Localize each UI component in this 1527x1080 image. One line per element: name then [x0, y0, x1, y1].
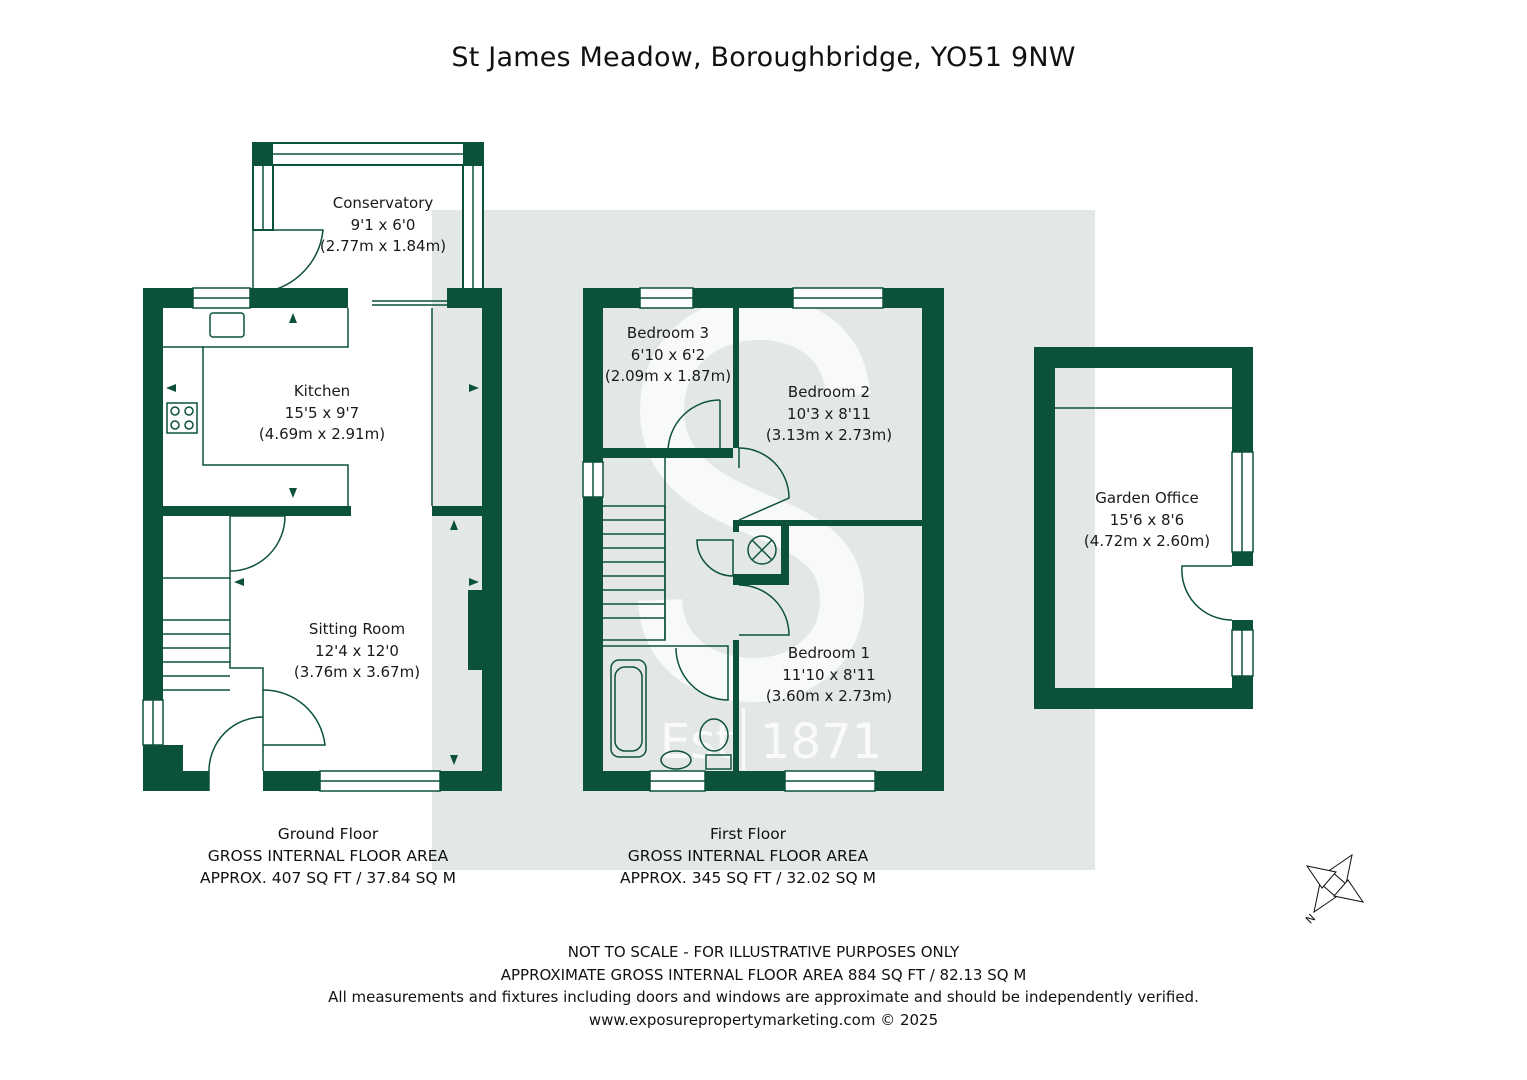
- sitting-room-name: Sitting Room: [309, 620, 405, 638]
- sitting-room-metric: (3.76m x 3.67m): [294, 663, 420, 681]
- ground-floor-area-label: GROSS INTERNAL FLOOR AREA: [207, 847, 449, 865]
- watermark-divider: [742, 708, 745, 770]
- watermark: Est 1871: [432, 210, 1095, 870]
- compass-north-label: N: [1303, 911, 1318, 926]
- ground-windows: [142, 287, 447, 792]
- bedroom3-metric: (2.09m x 1.87m): [605, 367, 731, 385]
- watermark-est: Est: [660, 714, 734, 770]
- first-floor: [582, 287, 944, 792]
- conservatory-imperial: 9'1 x 6'0: [351, 216, 416, 234]
- watermark-year: 1871: [760, 714, 882, 770]
- first-fittings: [603, 399, 790, 770]
- ground-walls: [143, 288, 502, 791]
- room-labels: Conservatory 9'1 x 6'0 (2.77m x 1.84m) K…: [259, 194, 1210, 705]
- ground-floor-name: Ground Floor: [277, 825, 379, 843]
- bedroom2-imperial: 10'3 x 8'11: [787, 405, 871, 423]
- first-floor-area: APPROX. 345 SQ FT / 32.02 SQ M: [619, 869, 877, 887]
- conservatory-walls: [252, 142, 484, 293]
- sitting-room-imperial: 12'4 x 12'0: [315, 642, 399, 660]
- footer-disclaimer: NOT TO SCALE - FOR ILLUSTRATIVE PURPOSES…: [0, 941, 1527, 1031]
- first-windows: [582, 287, 884, 792]
- ground-floor: [142, 142, 502, 792]
- conservatory-metric: (2.77m x 1.84m): [320, 237, 446, 255]
- bedroom3-name: Bedroom 3: [627, 324, 709, 342]
- first-floor-caption: First Floor GROSS INTERNAL FLOOR AREA AP…: [598, 823, 898, 889]
- footer-line-2: APPROXIMATE GROSS INTERNAL FLOOR AREA 88…: [500, 965, 1027, 984]
- first-floor-name: First Floor: [709, 825, 787, 843]
- kitchen-name: Kitchen: [294, 382, 350, 400]
- bedroom1-imperial: 11'10 x 8'11: [782, 666, 875, 684]
- footer-line-3: All measurements and fixtures including …: [328, 988, 1199, 1006]
- first-floor-area-label: GROSS INTERNAL FLOOR AREA: [627, 847, 869, 865]
- bedroom2-name: Bedroom 2: [788, 383, 870, 401]
- footer-line-1: NOT TO SCALE - FOR ILLUSTRATIVE PURPOSES…: [567, 943, 960, 961]
- bedroom3-imperial: 6'10 x 6'2: [631, 346, 705, 364]
- page-title: St James Meadow, Boroughbridge, YO51 9NW: [451, 42, 1076, 73]
- garden-office-name: Garden Office: [1095, 489, 1199, 507]
- kitchen-fittings: [163, 308, 433, 506]
- garden-office-imperial: 15'6 x 8'6: [1110, 511, 1184, 529]
- footer-line-4: www.exposurepropertymarketing.com © 2025: [588, 1010, 939, 1029]
- kitchen-metric: (4.69m x 2.91m): [259, 425, 385, 443]
- compass-icon: N: [1303, 853, 1365, 926]
- garden-office: [1034, 347, 1254, 709]
- ground-floor-area: APPROX. 407 SQ FT / 37.84 SQ M: [199, 869, 457, 887]
- ground-floor-caption: Ground Floor GROSS INTERNAL FLOOR AREA A…: [178, 823, 478, 889]
- door-arrows: [166, 313, 479, 765]
- kitchen-imperial: 15'5 x 9'7: [285, 404, 359, 422]
- sitting-room-fittings: [163, 515, 326, 791]
- first-walls: [583, 288, 944, 791]
- bedroom1-name: Bedroom 1: [788, 644, 870, 662]
- watermark-s-letter: [638, 295, 870, 703]
- garden-office-metric: (4.72m x 2.60m): [1084, 532, 1210, 550]
- conservatory-name: Conservatory: [333, 194, 434, 212]
- bedroom2-metric: (3.13m x 2.73m): [766, 426, 892, 444]
- bedroom1-metric: (3.60m x 2.73m): [766, 687, 892, 705]
